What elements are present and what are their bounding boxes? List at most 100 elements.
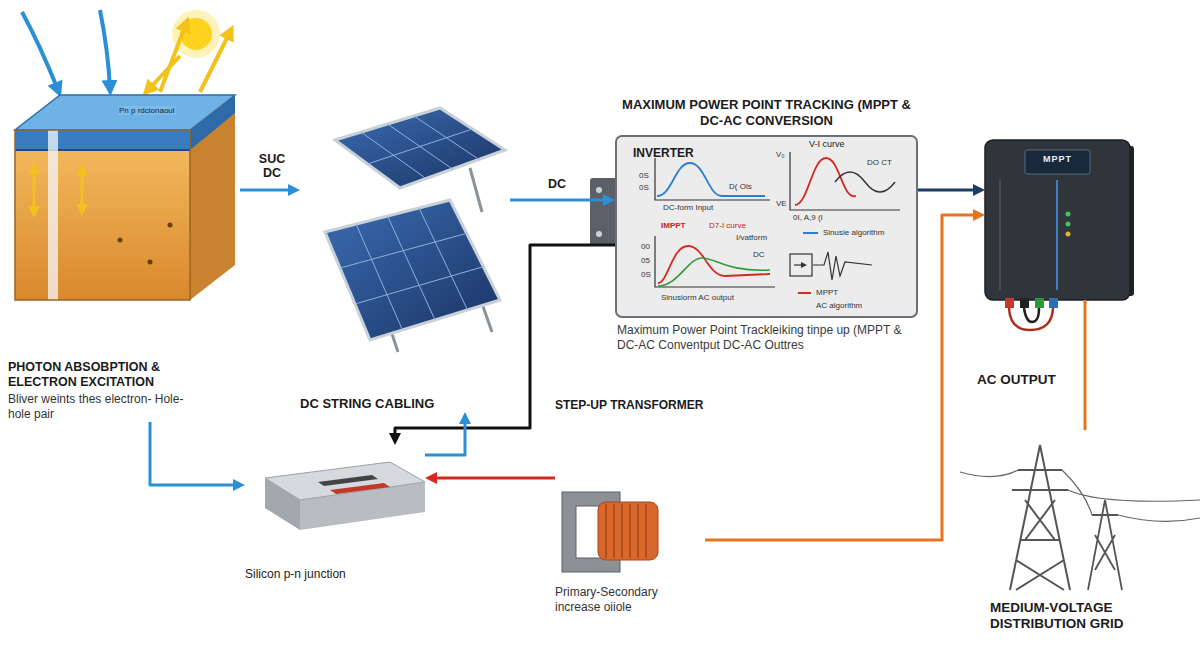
legend-entry: Sinusie algorithm: [822, 228, 885, 237]
cell-illustration-box: PHOTON ABSOBPTION & ELECTRON EXCITATIONB…: [8, 80, 240, 422]
device-cable: [1009, 308, 1053, 330]
chart-curve: [795, 158, 856, 205]
carrier-arrow: [33, 168, 36, 212]
inverter-panel-fill: [615, 135, 918, 318]
chart-label: 0S: [638, 171, 650, 180]
device-cable: [1024, 308, 1039, 322]
incoming-ray: [148, 56, 180, 90]
arrow-head: [459, 412, 471, 424]
chart-axes: [790, 152, 900, 210]
light-ray: [100, 10, 110, 88]
cell-side-face: [190, 95, 235, 300]
grid-box: MEDIUM-VOLTAGE DISTRIBUTION GRID: [990, 430, 1170, 632]
legend-text: Sinusie algorithm: [822, 228, 885, 237]
chart-axes: [655, 158, 770, 200]
connector-line: [150, 422, 235, 485]
edge-label: SUC DC: [247, 152, 297, 181]
connector: [389, 245, 615, 445]
edge-label: AC OUTPUT: [975, 372, 1058, 388]
legend-sample: [803, 232, 818, 234]
converter-arrow: [794, 264, 804, 265]
device-stripe: [1056, 180, 1058, 290]
connector-line: [918, 189, 975, 192]
bracket-bolt: [596, 187, 602, 193]
chart-label: DO CT: [866, 158, 893, 167]
legend-text: MPPT: [815, 288, 839, 297]
pylon: [1010, 445, 1070, 590]
carrier-arrow: [81, 170, 84, 210]
panel-leg: [470, 168, 482, 212]
display-text: MPPT: [1043, 154, 1072, 165]
node-heading: PHOTON ABSOBPTION & ELECTRON EXCITATION: [8, 360, 213, 390]
transformer-coil: [598, 502, 658, 560]
chart-label: AC algorithm: [815, 301, 863, 310]
panel-leg: [392, 334, 398, 352]
legend-entry: MPPT: [815, 288, 839, 297]
chart-label: DC: [752, 250, 766, 259]
chart-label: D( Ols: [728, 182, 753, 191]
arrow-head: [973, 209, 985, 221]
terminal: [1035, 298, 1044, 308]
node-body: Primary-Secondary increase oiiole: [555, 585, 705, 615]
arrow-head: [603, 194, 615, 206]
chart-label: 0S: [638, 183, 650, 192]
sun-glow: [172, 10, 220, 58]
arrow-head: [233, 479, 245, 491]
chart-label: V-I curve: [808, 139, 846, 149]
legend-sample: [798, 292, 811, 294]
carrier-dot: [148, 260, 153, 265]
status-light: [1066, 232, 1071, 237]
arrow-head: [425, 472, 437, 484]
chart-label: 05: [640, 256, 651, 265]
connector: [150, 422, 245, 491]
device-body: [985, 140, 1130, 300]
connector: [705, 209, 985, 540]
cell-p-layer: [15, 150, 190, 300]
ac-waveform: [813, 252, 872, 280]
edge-label: DC: [546, 177, 568, 191]
connector-line: [705, 215, 975, 540]
junction-box: Silicon p-n junction: [245, 445, 425, 582]
junction-top-face: [265, 462, 425, 500]
chart-curve: [835, 172, 895, 192]
panel-grid: [340, 208, 483, 330]
reflected-ray: [160, 24, 186, 92]
panel-title: INVERTER: [633, 146, 694, 160]
mppt-device-box: MPPT: [985, 140, 1130, 300]
node-heading: STEP-UP TRANSFORMER: [555, 398, 703, 412]
chart-label: 00: [640, 242, 651, 251]
arrow-head: [288, 184, 300, 196]
carrier-dot: [118, 238, 123, 243]
connector-line: [435, 477, 555, 480]
junction-contact: [318, 475, 378, 486]
sun: [180, 18, 212, 50]
device-screen: [1025, 150, 1090, 174]
connector: [1085, 300, 1086, 430]
solar-panel: [335, 108, 505, 188]
cell-stripe: [48, 130, 58, 300]
status-light: [1066, 212, 1071, 217]
cell-outline: [15, 130, 190, 300]
chart-label: I/vatform: [735, 233, 768, 242]
solar-panel: [325, 200, 500, 340]
chart-curve: [658, 258, 770, 286]
power-line: [960, 470, 1200, 521]
part-label: Pn p rdcionaoul: [118, 106, 176, 115]
node-heading: DC STRING CABLING: [300, 396, 434, 412]
chart-label: 0I, A,9 (I: [792, 213, 824, 222]
chart-label: VE: [775, 199, 788, 208]
terminal: [1005, 298, 1014, 308]
carrier-dot: [168, 223, 173, 228]
node-heading: Silicon p-n junction: [245, 567, 346, 582]
chart-label: DC-form Input: [662, 203, 714, 212]
chart-curve: [657, 163, 765, 196]
junction-contact: [330, 483, 390, 494]
solar-array-box: DC STRING CABLING: [300, 105, 510, 412]
connector: [240, 184, 300, 196]
node-caption: Maximum Power Point Trackleiking tinpe u…: [615, 323, 907, 353]
cell-junction-line: [15, 149, 190, 151]
connector: [425, 472, 555, 484]
chart-curve: [658, 246, 770, 283]
